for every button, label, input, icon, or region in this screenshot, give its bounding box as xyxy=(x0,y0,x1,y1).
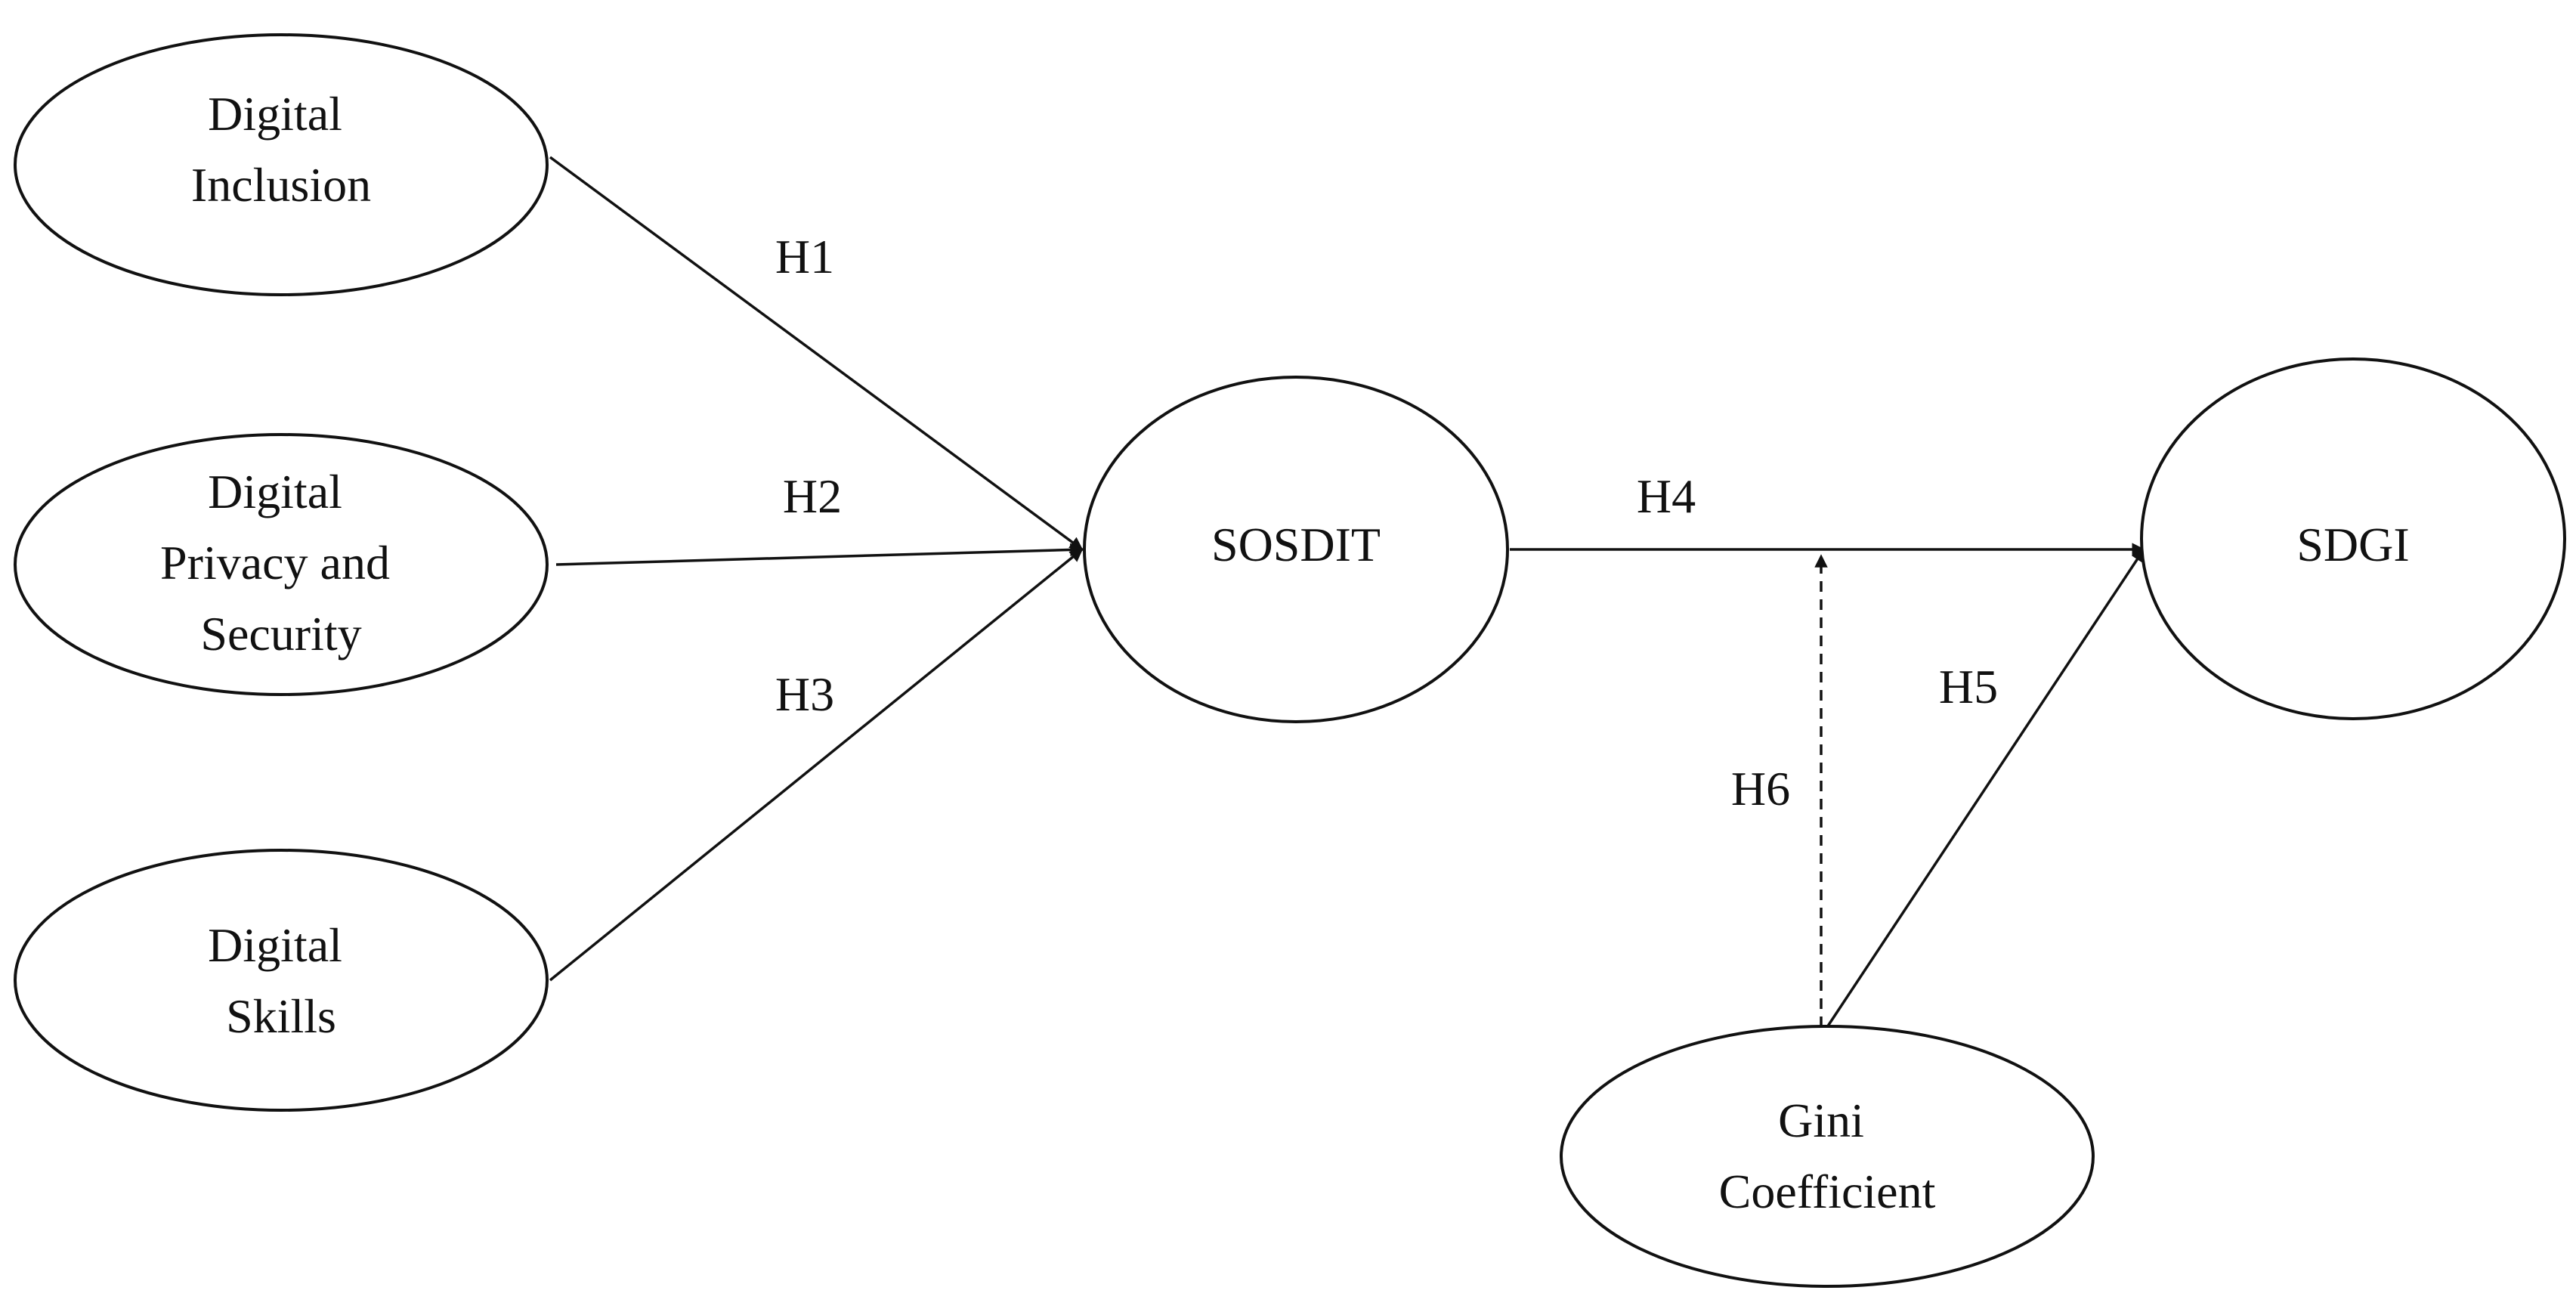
label-h4: H4 xyxy=(1637,469,1696,523)
label-h3: H3 xyxy=(775,667,834,721)
label-h5: H5 xyxy=(1939,660,1998,713)
node-sosdit: SOSDIT xyxy=(1083,376,1509,723)
node-digital-privacy-security: Digital Privacy and Security xyxy=(14,433,549,696)
node-digital-inclusion: Digital Inclusion xyxy=(14,33,549,296)
node-digital-skills-label: Digital Skills xyxy=(208,918,354,1043)
label-h1: H1 xyxy=(775,230,834,283)
node-sdgi: SDGI xyxy=(2140,357,2566,720)
node-digital-inclusion-label: Digital Inclusion xyxy=(191,87,371,212)
edge-h3 xyxy=(549,548,1084,982)
node-digital-privacy-security-label: Digital Privacy and Security xyxy=(160,465,402,661)
label-h2: H2 xyxy=(783,469,842,523)
node-digital-skills: Digital Skills xyxy=(14,849,549,1112)
node-gini-coefficient-label: Gini Coefficient xyxy=(1719,1094,1936,1218)
label-h6: H6 xyxy=(1731,762,1790,815)
node-sdgi-label: SDGI xyxy=(2296,518,2409,571)
node-gini-coefficient: Gini Coefficient xyxy=(1560,1025,2095,1288)
edge-h2 xyxy=(555,543,1084,566)
node-sosdit-label: SOSDIT xyxy=(1211,518,1381,571)
edge-h1 xyxy=(549,156,1084,551)
edge-h5 xyxy=(1826,548,2145,1028)
